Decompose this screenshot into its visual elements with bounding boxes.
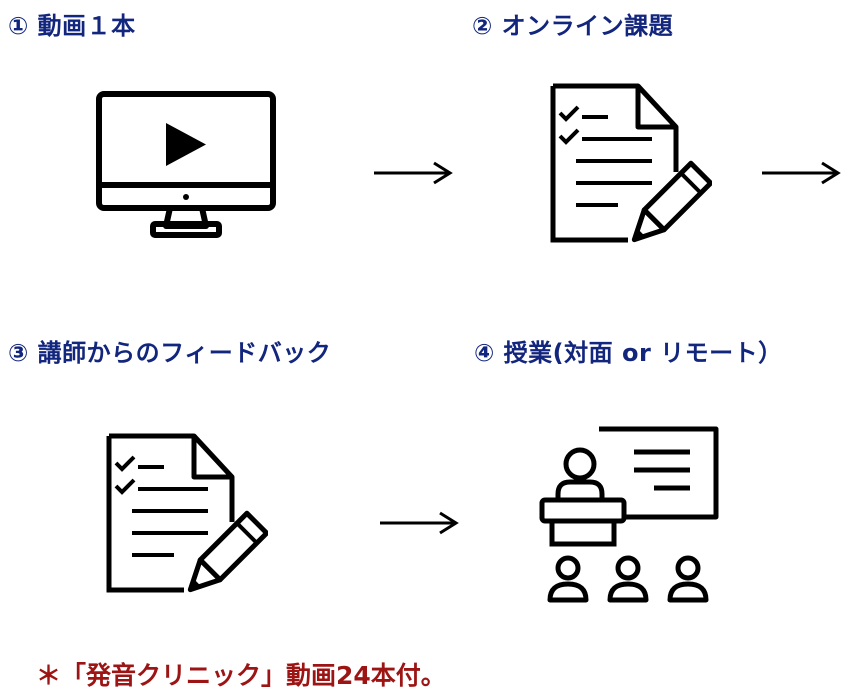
- document-checklist-pencil-icon: [550, 83, 712, 243]
- step-3-title: ③ 講師からのフィードバック: [8, 339, 332, 367]
- arrow-3: [380, 511, 459, 535]
- monitor-video-icon: [96, 91, 276, 238]
- arrow-1: [374, 161, 453, 185]
- step-1-title: ① 動画１本: [8, 12, 136, 40]
- footnote-note: ＊「発音クリニック」動画24本付。: [36, 661, 446, 690]
- arrow-2: [762, 161, 841, 185]
- teacher-presentation-icon: [539, 426, 719, 603]
- step-4-title: ④ 授業(対面 or リモート）: [474, 339, 783, 367]
- step-2-title: ② オンライン課題: [472, 12, 674, 40]
- document-checklist-pencil-icon: [106, 433, 268, 593]
